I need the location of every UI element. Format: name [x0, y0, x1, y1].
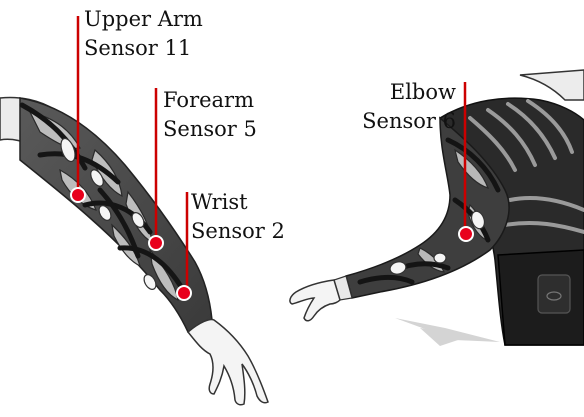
- sensor-marker-forearm: [149, 236, 163, 250]
- label-elbow-line1: Elbow: [340, 78, 456, 107]
- label-wrist-line2: Sensor 2: [191, 217, 285, 246]
- label-elbow: Elbow Sensor 6: [340, 78, 456, 136]
- label-forearm-line2: Sensor 5: [163, 115, 257, 144]
- label-forearm: Forearm Sensor 5: [163, 86, 257, 144]
- label-upper-arm-line1: Upper Arm: [84, 5, 203, 34]
- right-shadow-wisps: [395, 318, 500, 346]
- right-belt-pocket: [538, 275, 570, 313]
- left-hand: [188, 320, 268, 405]
- label-upper-arm-line2: Sensor 11: [84, 34, 203, 63]
- sensor-marker-wrist: [177, 286, 191, 300]
- label-wrist: Wrist Sensor 2: [191, 188, 285, 246]
- label-upper-arm: Upper Arm Sensor 11: [84, 5, 203, 63]
- label-wrist-line1: Wrist: [191, 188, 285, 217]
- label-forearm-line1: Forearm: [163, 86, 257, 115]
- right-neck: [520, 70, 584, 100]
- right-hand: [290, 280, 340, 321]
- sensor-marker-elbow: [459, 227, 473, 241]
- sensor-marker-upper-arm: [71, 188, 85, 202]
- label-elbow-line2: Sensor 6: [340, 107, 456, 136]
